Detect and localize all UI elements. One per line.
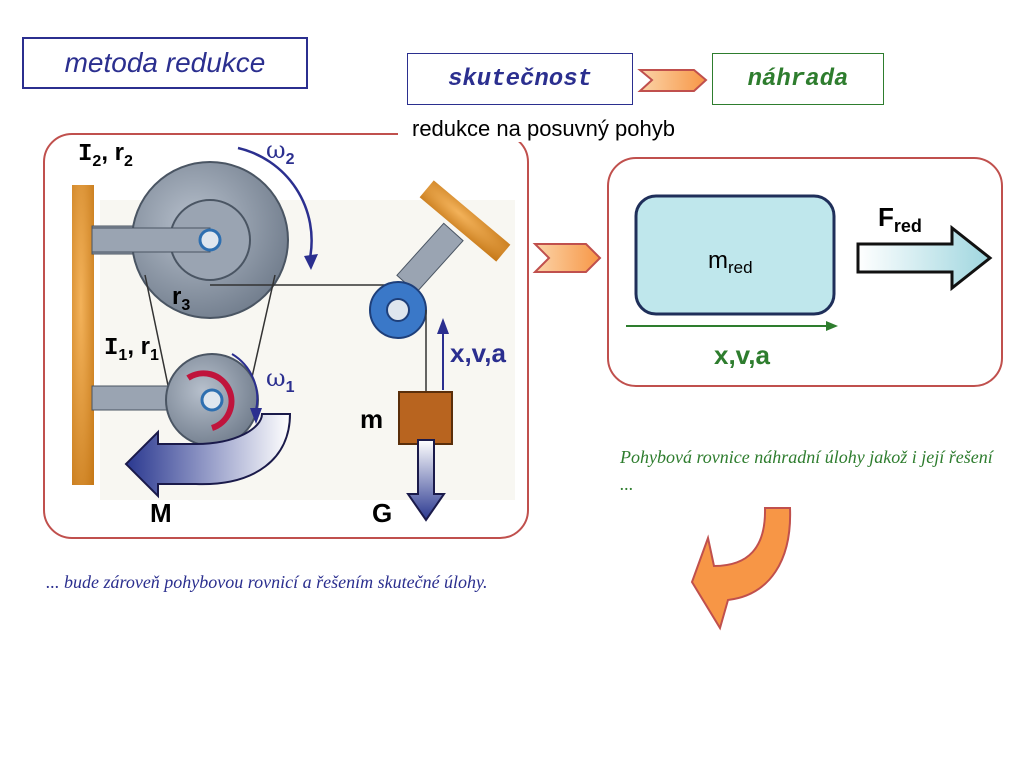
label-i2: I2, r2: [78, 139, 133, 170]
moment-arrow-icon: [124, 413, 292, 499]
force-arrow-icon: [856, 224, 993, 292]
reduced-motion-head: [826, 321, 838, 331]
omega2-arrow-icon: [237, 146, 313, 259]
subtitle: redukce na posuvný pohyb: [412, 116, 675, 141]
label-motion: x,v,a: [450, 338, 506, 368]
label-i1: I1, r1: [104, 333, 159, 364]
belt-left: [144, 274, 171, 396]
ceiling-support: [419, 180, 511, 262]
wheel-i1-axle: [200, 388, 224, 412]
conclusion-arrow-icon: [690, 507, 792, 631]
label-moment: M: [150, 498, 172, 528]
label-omega1: ω1: [266, 364, 295, 396]
wheel-i1-arrow: [186, 370, 235, 431]
page-title: metoda redukce: [22, 37, 308, 89]
wheel-i2-axle: [198, 228, 222, 252]
label-omega2: ω2: [266, 136, 295, 168]
flow-arrow-icon: [637, 69, 708, 92]
label-reduced-force: Fred: [878, 202, 922, 236]
omega1-arrow-head: [250, 408, 262, 424]
omega2-arrow-head: [304, 254, 318, 270]
note-green: Pohybová rovnice náhradní úlohy jakož i …: [620, 447, 993, 494]
reduced-mass-block: [634, 194, 836, 316]
motion-arrow-up-head: [437, 318, 449, 334]
wall-support: [72, 185, 94, 485]
reality-label: skutečnost: [407, 53, 633, 105]
label-r3: r3: [172, 283, 190, 314]
arm-upper-front: [91, 227, 211, 253]
omega1-arrow-icon: [231, 353, 259, 411]
mass-block: [398, 391, 453, 445]
pulley-axle: [386, 298, 410, 322]
subtitle-gap: [398, 126, 523, 142]
label-mass: m: [360, 404, 383, 434]
gravity-arrow-icon: [406, 439, 446, 522]
note-blue: ... bude zároveň pohybovou rovnicí a řeš…: [46, 572, 488, 592]
reduction-arrow-icon: [532, 243, 602, 273]
label-reduced-motion: x,v,a: [714, 340, 770, 370]
label-reduced-mass: mred: [708, 247, 753, 277]
substitute-label: náhrada: [712, 53, 884, 105]
label-weight: G: [372, 498, 392, 528]
